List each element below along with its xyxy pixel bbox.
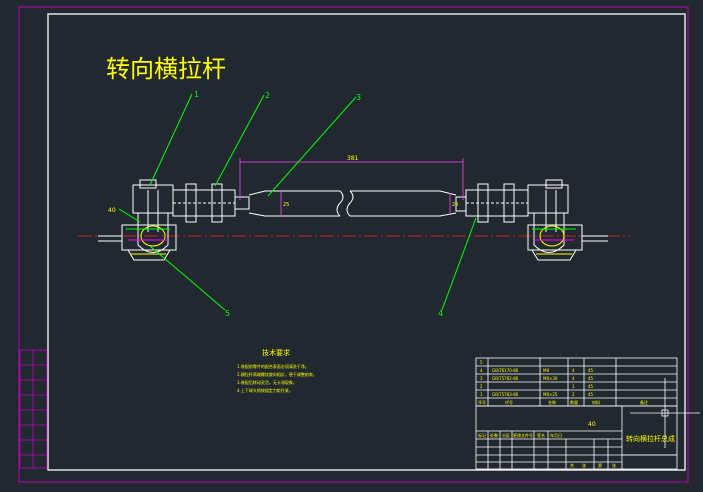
dimension-dia-right: 25 — [452, 202, 458, 208]
right-tie-rod-end — [455, 183, 529, 223]
dimension-length: 381 — [347, 155, 359, 162]
tb-label-doc: 更改文件号 — [513, 432, 533, 438]
parts-row-5-no: 1 — [480, 392, 483, 397]
parts-row-5-code: GB/T5783-86 — [492, 392, 519, 397]
parts-row-3-qty: 4 — [572, 376, 575, 381]
balloon-5: 5 — [225, 309, 230, 318]
drawing-title: 转向横拉杆 — [106, 55, 226, 83]
right-ball-joint — [527, 179, 583, 261]
crosshair-cursor-icon — [630, 378, 700, 448]
drawing-frame — [47, 13, 686, 471]
parts-row-4-qty: 1 — [572, 384, 575, 389]
left-ball-joint — [121, 179, 177, 261]
tb-label-date: 年月日 — [550, 432, 562, 438]
parts-row-5-mat: 45 — [588, 392, 594, 397]
parts-row-2-code: GB/T6170-86 — [492, 368, 519, 373]
parts-row-2-no: 4 — [480, 368, 483, 373]
tb-bottom-3: 第 — [598, 462, 602, 468]
parts-list-table — [475, 357, 678, 407]
parts-header-no: 序号 — [478, 399, 486, 405]
tb-label-count: 处数 — [490, 432, 498, 438]
balloon-2: 2 — [265, 91, 270, 100]
tb-bottom-4: 张 — [612, 462, 616, 468]
leader-lines — [118, 93, 477, 311]
tb-label-zone: 分区 — [502, 432, 510, 438]
tb-label-sign: 签名 — [537, 432, 545, 438]
tech-req-line-4: 4.上下球头销按规定力矩拧紧。 — [237, 387, 293, 393]
parts-row-5-qty: 2 — [572, 392, 575, 397]
title-block-name: 转向横拉杆总成 — [626, 434, 675, 443]
parts-row-3-name: M8×30 — [543, 376, 558, 381]
parts-row-5-name: M8×25 — [543, 392, 558, 397]
tech-req-line-3: 3.装配后转动灵活，无卡滞现象。 — [237, 379, 297, 385]
parts-row-3-mat: 45 — [588, 376, 594, 381]
sheet-border — [18, 6, 689, 483]
parts-header-qty: 数量 — [570, 399, 578, 405]
tech-req-heading: 技术要求 — [262, 348, 290, 357]
parts-header-mat: 材料 — [592, 399, 600, 405]
balloon-3: 3 — [356, 93, 361, 102]
parts-row-3-no: 3 — [480, 376, 483, 381]
tie-rod-tube — [248, 190, 457, 217]
title-block-scale: 40 — [588, 421, 596, 428]
side-revision-table — [19, 349, 48, 469]
dimension-lines — [239, 158, 464, 216]
parts-header-note: 备注 — [640, 399, 648, 405]
parts-row-4-mat: 45 — [588, 384, 594, 389]
left-tie-rod-end — [172, 183, 250, 223]
parts-row-4-no: 2 — [480, 384, 483, 389]
title-block — [475, 405, 678, 470]
parts-row-3-code: GB/T5782-86 — [492, 376, 519, 381]
dimension-small: 40 — [108, 207, 116, 214]
tech-req-line-1: 1.装配前零件的配合表面必须清洗干净。 — [237, 363, 309, 369]
tb-label-mark: 标记 — [478, 432, 486, 438]
parts-row-1-no: 5 — [480, 360, 483, 365]
parts-row-2-name: M8 — [543, 368, 549, 373]
dimension-dia-left: 25 — [283, 202, 289, 208]
parts-row-2-qty: 4 — [572, 368, 575, 373]
tech-req-line-2: 2.横拉杆两端螺纹旋向相反，便于调整前束。 — [237, 371, 317, 377]
parts-row-2-mat: 45 — [588, 368, 594, 373]
parts-header-name: 名称 — [548, 399, 556, 405]
balloon-1: 1 — [194, 90, 199, 99]
tb-bottom-2: 张 — [582, 462, 586, 468]
tb-bottom-1: 共 — [570, 462, 574, 468]
balloon-4: 4 — [438, 309, 443, 318]
parts-header-code: 代号 — [505, 399, 513, 405]
